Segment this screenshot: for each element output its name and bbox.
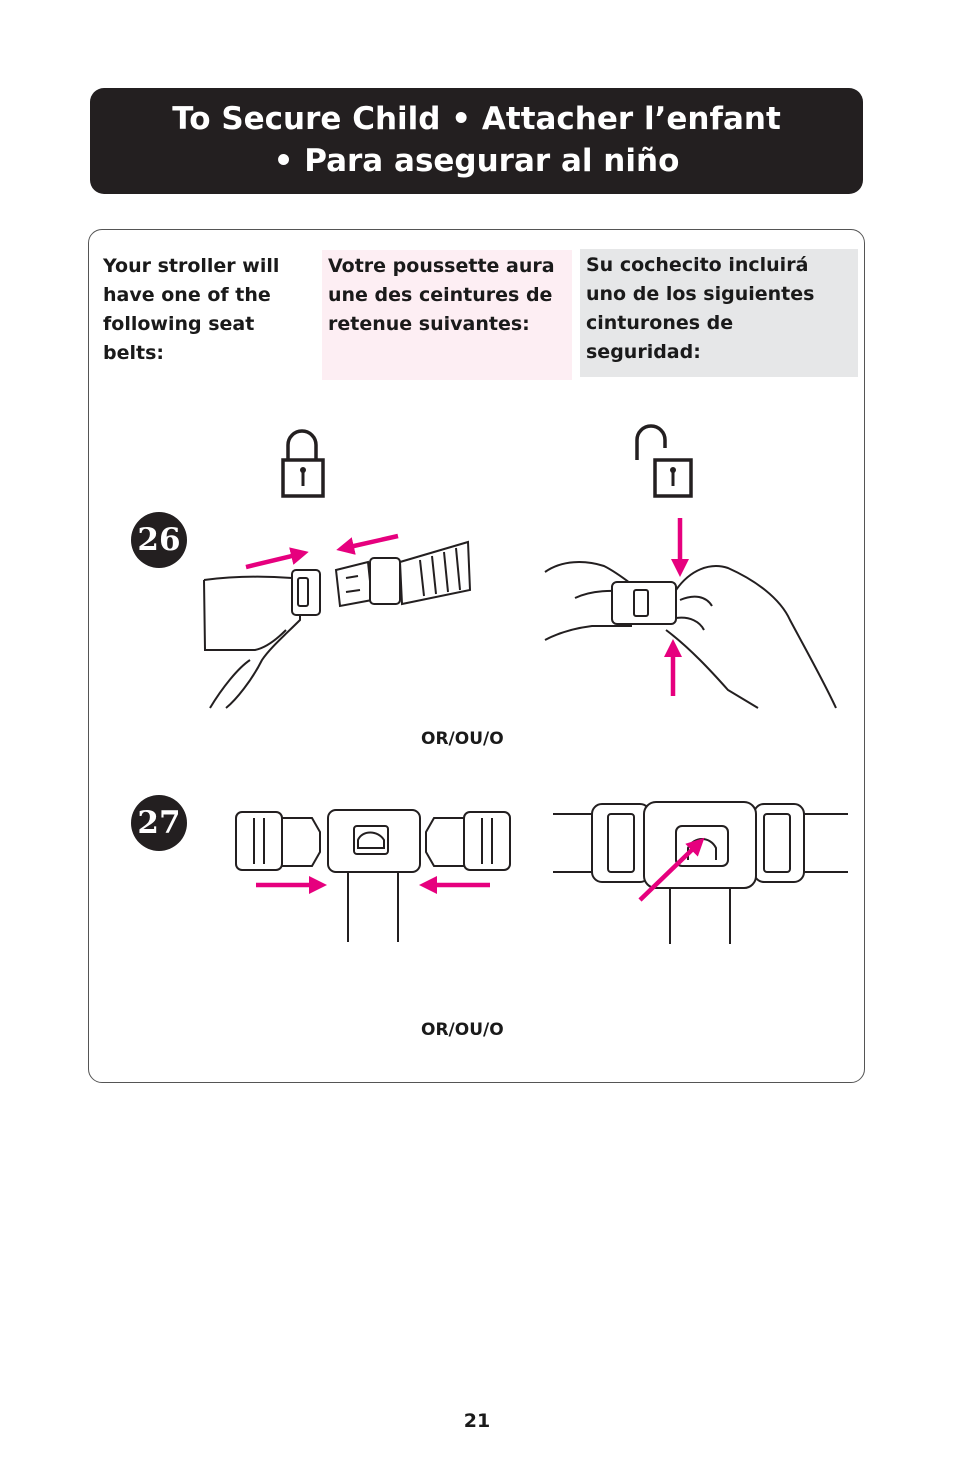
- page-number: 21: [463, 1410, 491, 1432]
- buckle-connect-illustration: [203, 540, 472, 709]
- instruction-panel: [88, 229, 865, 1083]
- assembled-buckle-illustration: [553, 801, 848, 944]
- or-separator-2: OR/OU/O: [421, 1020, 504, 1040]
- press-release-arrow: [638, 837, 705, 902]
- hands-release-illustration: [544, 561, 837, 709]
- three-point-buckle-illustration: [235, 809, 511, 942]
- title-line-1: To Secure Child • Attacher l’enfant: [172, 101, 781, 137]
- intro-english: Your stroller will have one of the follo…: [103, 255, 280, 364]
- section-title-bar: To Secure Child • Attacher l’enfant • Pa…: [90, 88, 863, 194]
- padlock-locked-icon: [281, 429, 325, 498]
- intro-french: Votre poussette aura une des ceintures d…: [322, 250, 572, 380]
- intro-spanish: Su cochecito incluirá uno de los siguien…: [580, 249, 858, 377]
- or-separator-1: OR/OU/O: [421, 729, 504, 749]
- title-line-2: • Para asegurar al niño: [273, 143, 680, 179]
- step-26-badge: 26: [131, 512, 187, 568]
- step-27-badge: 27: [131, 795, 187, 851]
- padlock-unlocked-icon: [635, 424, 693, 498]
- push-arrow-left: [336, 533, 399, 555]
- push-arrow-right: [245, 547, 309, 570]
